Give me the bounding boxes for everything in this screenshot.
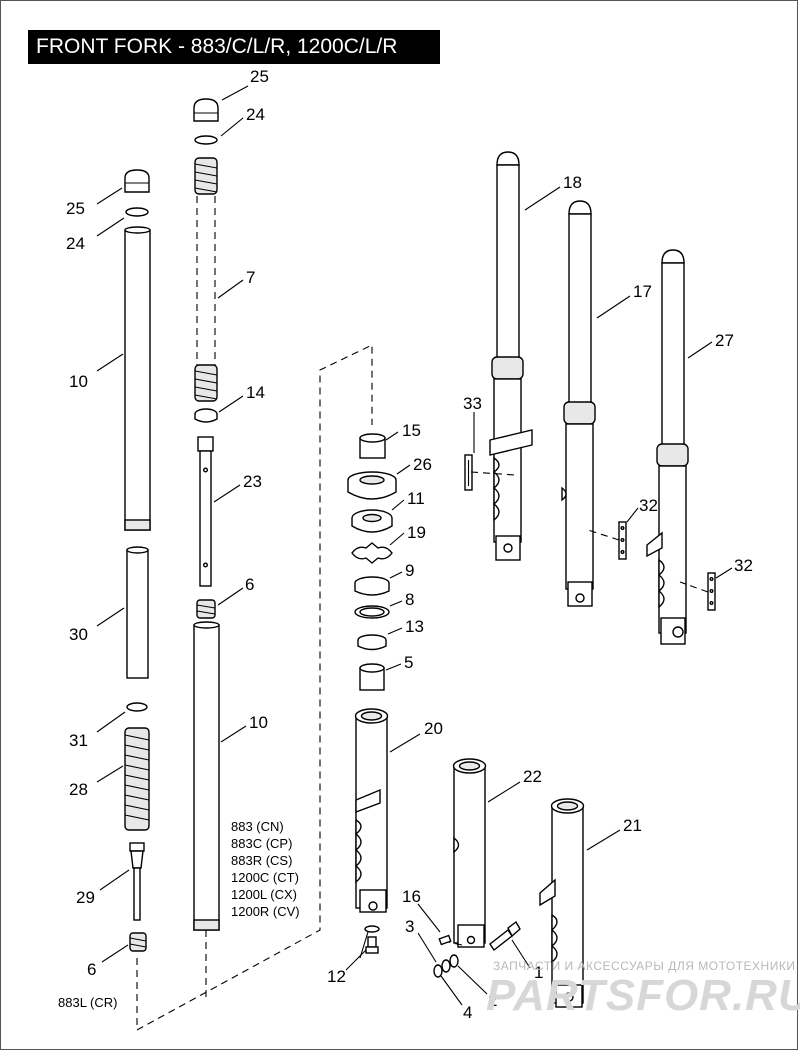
part-spacer-ring (354, 576, 390, 596)
part-fork-spring-left (124, 727, 150, 831)
part-o-ring-center (194, 135, 218, 145)
alignment-line-32b (679, 581, 709, 593)
alignment-line-16 (447, 941, 463, 946)
part-fork-cap-center (193, 98, 219, 122)
model-code: 1200L (CX) (231, 887, 297, 902)
callout-28: 28 (69, 780, 88, 799)
model-code: 883C (CP) (231, 836, 292, 851)
callout-29: 29 (76, 888, 95, 907)
callout-19: 19 (407, 523, 426, 542)
alignment-line-32a (587, 529, 620, 541)
model-code: 883 (CN) (231, 819, 284, 834)
callout-8: 8 (405, 590, 414, 609)
part-slider-20 (354, 708, 389, 913)
callout-33: 33 (463, 394, 482, 413)
callout-32: 32 (639, 496, 658, 515)
alignment-line-main (136, 344, 373, 1031)
part-assembly-27 (646, 249, 689, 645)
model-code: 1200C (CT) (231, 870, 299, 885)
part-plate-32-lower (707, 572, 716, 611)
part-assembly-18 (489, 151, 533, 561)
callout-4: 4 (463, 1003, 472, 1022)
callout-5: 5 (404, 653, 413, 672)
part-oil-seal (351, 509, 393, 533)
callout-numbers: 25 24 7 14 23 6 10 25 24 10 30 31 28 29 … (66, 67, 753, 1022)
part-spring-collar (194, 408, 218, 423)
part-washer (126, 702, 148, 712)
part-o-ring-left (125, 207, 149, 217)
part-oil-lock-piece (359, 663, 385, 691)
part-fork-spring-center (194, 157, 218, 402)
callout-24: 24 (246, 105, 265, 124)
callout-1: 1 (534, 963, 543, 982)
callout-12: 12 (327, 967, 346, 986)
callout-24: 24 (66, 234, 85, 253)
callout-6: 6 (87, 960, 96, 979)
watermark-caption: ЗАПЧАСТИ И АКСЕССУАРЫ ДЛЯ МОТОТЕХНИКИ (493, 959, 795, 973)
callout-7: 7 (246, 268, 255, 287)
part-damper-rod-left (129, 842, 145, 921)
callout-17: 17 (633, 282, 652, 301)
part-screw-16 (438, 934, 452, 946)
model-code-883l: 883L (CR) (58, 995, 117, 1010)
callout-18: 18 (563, 173, 582, 192)
part-slider-21 (539, 798, 585, 1008)
callout-15: 15 (402, 421, 421, 440)
part-rebound-spring-center (196, 599, 216, 619)
callout-14: 14 (246, 383, 265, 402)
part-plate-33 (464, 454, 473, 491)
part-bushing-upper (359, 433, 386, 459)
callout-16: 16 (402, 887, 421, 906)
callout-6: 6 (245, 575, 254, 594)
callout-26: 26 (413, 455, 432, 474)
leader-lines (96, 85, 733, 1006)
callout-13: 13 (405, 617, 424, 636)
part-washer-seal (354, 605, 390, 619)
callout-10: 10 (249, 713, 268, 732)
model-code-list: 883 (CN) 883C (CP) 883R (CS) 1200C (CT) … (231, 819, 300, 919)
watermark-logo: PARTSFOR.RU (486, 971, 800, 1020)
callout-25: 25 (66, 199, 85, 218)
part-damper-tube (197, 436, 214, 587)
part-spacer-tube (126, 546, 149, 679)
alignment-line-33 (470, 471, 516, 476)
callout-21: 21 (623, 816, 642, 835)
part-drain-screw-12 (364, 925, 380, 954)
part-bushing-lower (357, 634, 387, 651)
callout-31: 31 (69, 731, 88, 750)
callout-10: 10 (69, 372, 88, 391)
part-rebound-spring-left (129, 932, 147, 952)
model-code: 883R (CS) (231, 853, 292, 868)
callout-2: 2 (488, 991, 497, 1010)
part-washers-3-4 (433, 954, 459, 978)
part-plate-32-upper (618, 521, 627, 560)
callout-3: 3 (405, 917, 414, 936)
part-bolt-1 (489, 920, 521, 952)
callout-27: 27 (715, 331, 734, 350)
callout-20: 20 (424, 719, 443, 738)
part-fork-cap-left (124, 169, 150, 193)
part-retaining-clip (351, 542, 393, 564)
callout-30: 30 (69, 625, 88, 644)
diagram-title: FRONT FORK - 883/C/L/R, 1200C/L/R (28, 30, 440, 64)
part-assembly-17 (561, 200, 596, 607)
callout-25: 25 (250, 67, 269, 86)
callout-23: 23 (243, 472, 262, 491)
callout-22: 22 (523, 767, 542, 786)
callout-11: 11 (407, 489, 425, 508)
model-code: 1200R (CV) (231, 904, 300, 919)
part-fork-tube-center (193, 621, 220, 931)
part-fork-tube-left (124, 226, 151, 531)
part-seal-retainer (347, 471, 397, 500)
callout-9: 9 (405, 561, 414, 580)
callout-32: 32 (734, 556, 753, 575)
part-slider-22 (452, 758, 487, 948)
